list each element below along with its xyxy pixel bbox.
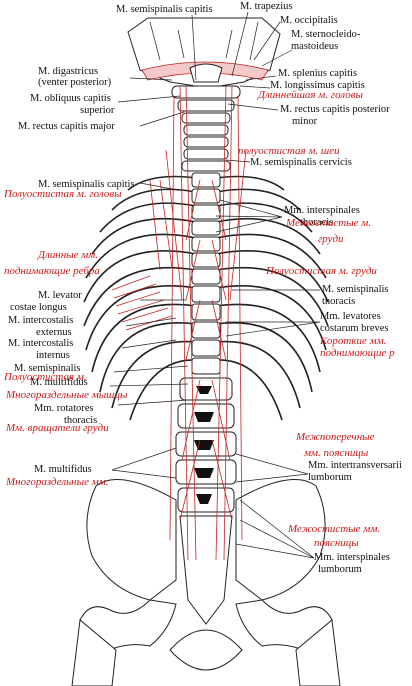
- ru-intertransverse-lumbar-2: мм. поясницы: [303, 447, 369, 459]
- ru-interspinal-lumbar-2: поясницы: [314, 537, 359, 549]
- deep-muscles: [165, 85, 247, 561]
- label-levatores-costarum-1: Mm. levatores: [320, 311, 381, 322]
- ru-interspinal-chest-1: Межостистые м.: [285, 217, 371, 229]
- label-intertransversarii-1: Mm. intertransversarii: [308, 460, 402, 471]
- ru-semispinalis-chest: Полуостистая м. груди: [265, 265, 377, 277]
- ru-multifidus: Многораздельные мышцы: [5, 389, 128, 401]
- ru-long-rib-levators-1: Длинные мм.: [37, 249, 98, 261]
- ru-interspinal-lumbar-1: Межостистые мм.: [287, 523, 380, 535]
- label-interspinales-thoracis-2: thoracis: [300, 217, 333, 228]
- skull-base: [127, 17, 281, 89]
- label-intertransversarii-2: lumborum: [308, 472, 352, 483]
- leader-lines: [109, 11, 321, 559]
- label-longissimus-capitis: M. longissimus capitis: [270, 80, 365, 91]
- russian-labels: Длиннейшая м. головы полуостистая м. шеи…: [3, 89, 395, 549]
- lumbar-spine: [175, 377, 237, 513]
- ru-short-rib-levators-2: поднимающие р: [320, 347, 395, 359]
- ru-short-rib-levators-1: Короткие мм.: [319, 335, 386, 347]
- ru-intertransverse-lumbar-1: Межпоперечные: [295, 431, 375, 443]
- label-multifidus-lower: M. multifidus: [34, 464, 92, 475]
- ru-interspinal-chest-2: груди: [318, 233, 344, 245]
- label-intercostalis-int-1: M. intercostalis: [8, 338, 73, 349]
- label-rectus-major: M. rectus capitis major: [18, 121, 115, 132]
- ru-semispinalis-neck: полуостистая м. шеи: [238, 145, 340, 157]
- label-rectus-minor-1: M. rectus capitis posterior: [280, 104, 390, 115]
- label-levator-costae-2: costae longus: [10, 302, 67, 313]
- label-semispinalis-capitis-mid: M. semispinalis capitis: [38, 179, 135, 190]
- latin-labels: M. semispinalis capitis M. trapezius M. …: [8, 1, 402, 575]
- ribs-left: [83, 175, 197, 421]
- label-sternocleido-2: mastoideus: [291, 41, 338, 52]
- label-obliquus-1: M. obliquus capitis: [30, 93, 111, 104]
- label-digastricus-1: M. digastricus: [38, 66, 98, 77]
- label-levatores-costarum-2: costarum breves: [320, 323, 389, 334]
- label-semispinalis-cervicis: M. semispinalis cervicis: [250, 157, 352, 168]
- label-semispinalis-capitis-top: M. semispinalis capitis: [116, 4, 213, 15]
- ru-rotators: Мм. вращатели груди: [5, 422, 109, 434]
- label-rectus-minor-2: minor: [292, 116, 318, 127]
- label-semispinalis-l: M. semispinalis: [14, 363, 81, 374]
- label-interspinales-thoracis-1: Mm. interspinales: [284, 205, 360, 216]
- label-intercostalis-ext-1: M. intercostalis: [8, 315, 73, 326]
- label-obliquus-2: superior: [80, 105, 115, 116]
- ru-semispinalis-short: Полуостистая м.: [3, 371, 87, 383]
- label-interspinales-lumborum-1: Mm. interspinales: [314, 552, 390, 563]
- ru-long-rib-levators-2: поднимающие ребра: [4, 265, 100, 277]
- label-rotatores-1: Mm. rotatores: [34, 403, 94, 414]
- label-rotatores-2: thoracis: [64, 415, 97, 426]
- ru-multifidus-lower: Многораздельные мм.: [5, 476, 109, 488]
- label-digastricus-2: (venter posterior): [38, 77, 112, 88]
- label-trapezius: M. trapezius: [240, 1, 293, 12]
- label-splenius: M. splenius capitis: [278, 68, 357, 79]
- label-sternocleido-1: M. sternocleido-: [291, 29, 361, 40]
- label-multifidus-upper: M. multifidus: [30, 377, 88, 388]
- ru-longissimus-head: Длиннейшая м. головы: [257, 89, 364, 101]
- label-intercostalis-int-2: internus: [36, 350, 70, 361]
- label-levator-costae-1: M. levator: [38, 290, 82, 301]
- cervical-spine: [171, 85, 241, 172]
- label-semispinalis-thoracis-r2: thoracis: [322, 296, 355, 307]
- intercostal-hatching: [111, 179, 173, 331]
- label-semispinalis-thoracis-r1: M. semispinalis: [322, 284, 389, 295]
- pelvis: [71, 479, 341, 686]
- label-occipitalis: M. occipitalis: [280, 15, 338, 26]
- ru-semispinalis-head: Полуостистая м. головы: [3, 188, 122, 200]
- thoracic-spine: [191, 172, 221, 375]
- ribs-right: [215, 175, 329, 421]
- label-intercostalis-ext-2: externus: [36, 327, 72, 338]
- label-interspinales-lumborum-2: lumborum: [318, 564, 362, 575]
